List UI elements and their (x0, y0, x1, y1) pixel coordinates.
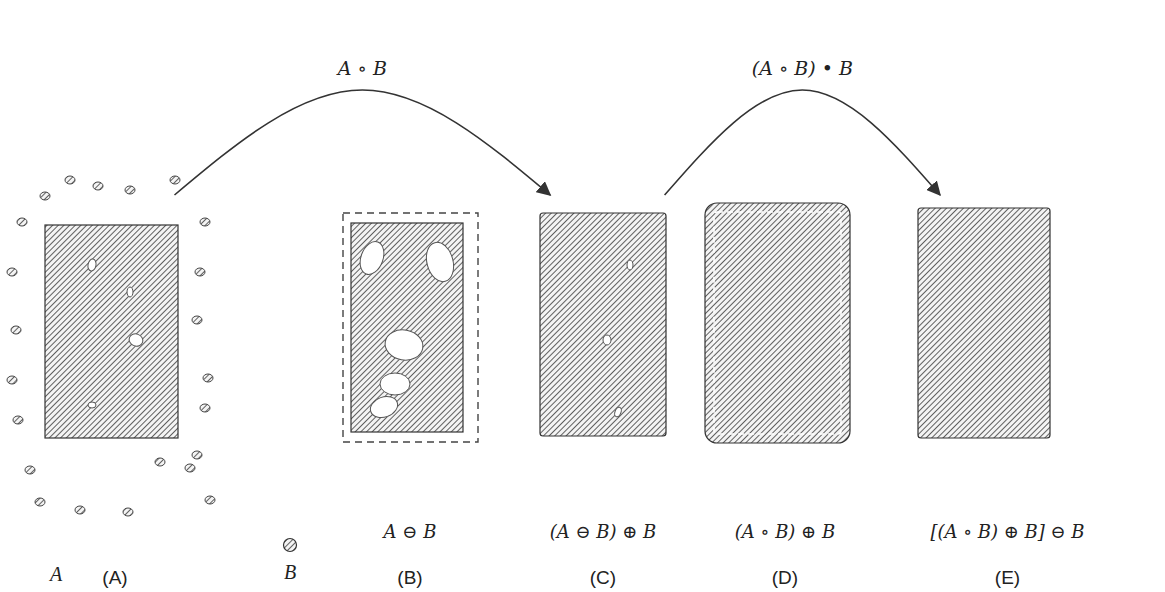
hole (88, 402, 96, 408)
noise-speck (195, 268, 205, 276)
operation-arrow (175, 90, 551, 195)
opened-set (540, 213, 666, 436)
hole (603, 335, 611, 345)
panel-letter: (C) (590, 566, 616, 590)
noise-speck (123, 508, 133, 516)
noise-specks (7, 176, 215, 516)
noise-speck (40, 192, 50, 200)
operation-label: (A ∘ B) • B (749, 56, 856, 80)
noise-speck (170, 176, 180, 184)
noise-speck (13, 416, 23, 424)
noise-speck (17, 218, 27, 226)
noise-speck (200, 218, 210, 226)
hole (367, 393, 400, 421)
operation-formula: (A ∘ B) ⊕ B (735, 520, 835, 544)
noise-speck (25, 466, 35, 474)
hole (380, 373, 410, 395)
set-name: A (50, 562, 62, 586)
noise-speck (65, 176, 75, 184)
opened-outline (714, 212, 841, 434)
set-a (45, 225, 178, 438)
hole (627, 260, 633, 270)
noise-speck (125, 186, 135, 194)
dilated-set (705, 203, 850, 443)
set-name: B (284, 560, 296, 584)
hole (87, 258, 97, 271)
hole (356, 238, 388, 277)
noise-speck (203, 374, 213, 382)
structuring-element (284, 539, 297, 552)
operation-arrow (665, 90, 940, 195)
holes (603, 260, 633, 418)
noise-speck (93, 182, 103, 190)
closed-set (918, 208, 1050, 438)
holes (87, 258, 145, 408)
panel-letter: (A) (102, 566, 127, 590)
noise-speck (11, 326, 21, 334)
noise-speck (200, 404, 210, 412)
hole (613, 406, 622, 417)
panel-letter: (E) (995, 566, 1020, 590)
noise-speck (35, 498, 45, 506)
panel: A ⊖ B (B) (325, 195, 495, 592)
operation-label: A ∘ B (335, 56, 390, 80)
hole (422, 239, 457, 284)
noise-speck (155, 458, 165, 466)
enlarged-holes (356, 238, 458, 421)
eroded-set (351, 223, 463, 432)
noise-speck (192, 451, 202, 459)
noise-speck (7, 268, 17, 276)
panel: (A ⊖ B) ⊕ B (C) (515, 195, 691, 592)
panel-letter: (B) (397, 566, 422, 590)
operation-formula: A ⊖ B (384, 520, 437, 544)
noise-speck (185, 464, 195, 472)
noise-speck (192, 316, 202, 324)
noise-speck (7, 376, 17, 384)
panel: [(A ∘ B) ⊕ B] ⊖ B (E) (895, 195, 1120, 592)
hole (383, 327, 426, 363)
hole (127, 332, 144, 348)
noise-speck (205, 496, 215, 504)
panel: (A ∘ B) ⊕ B (D) (690, 195, 880, 592)
operation-formula: (A ⊖ B) ⊕ B (550, 520, 657, 544)
operation-formula: [(A ∘ B) ⊕ B] ⊖ B (930, 520, 1084, 544)
hole (127, 287, 133, 297)
panel: (A) (30, 195, 200, 592)
original-outline (343, 213, 478, 442)
noise-speck (75, 506, 85, 514)
panel-letter: (D) (772, 566, 798, 590)
